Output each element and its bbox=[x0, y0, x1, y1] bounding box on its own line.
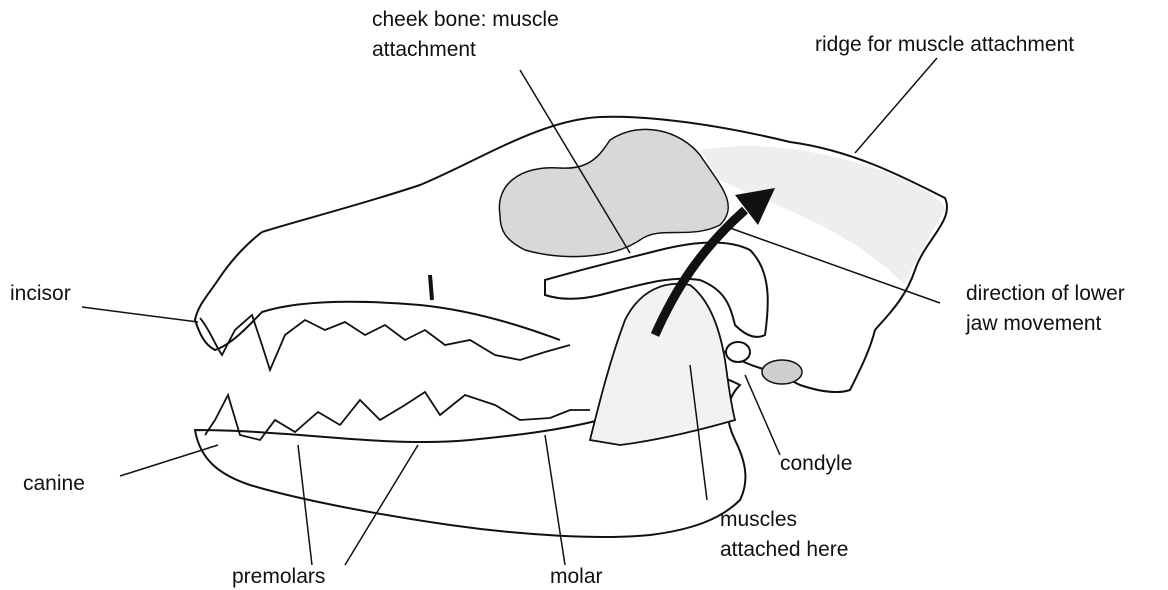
label-muscles: muscles bbox=[720, 508, 797, 532]
label-cheek-bone: cheek bone: muscle bbox=[372, 8, 559, 32]
leader-canine bbox=[120, 445, 218, 476]
ear-bulla bbox=[762, 360, 802, 384]
orbit-shading bbox=[499, 129, 728, 256]
label-incisor: incisor bbox=[10, 282, 71, 306]
leader-incisor bbox=[82, 307, 198, 322]
label-canine: canine bbox=[23, 472, 85, 496]
label-muscles-2: attached here bbox=[720, 538, 848, 562]
condyle bbox=[726, 342, 750, 362]
label-direction: direction of lower bbox=[966, 282, 1125, 306]
label-direction-2: jaw movement bbox=[966, 312, 1101, 336]
nasal-mark bbox=[430, 275, 432, 300]
label-molar: molar bbox=[550, 565, 603, 589]
mandible-ramus bbox=[590, 284, 735, 445]
snout-outline bbox=[195, 232, 560, 350]
label-cheek-bone-2: attachment bbox=[372, 38, 476, 62]
leader-condyle bbox=[745, 375, 780, 455]
label-condyle: condyle bbox=[780, 452, 852, 476]
leader-ridge bbox=[855, 58, 937, 153]
label-ridge: ridge for muscle attachment bbox=[815, 33, 1074, 57]
label-premolars: premolars bbox=[232, 565, 325, 589]
upper-teeth bbox=[200, 315, 570, 370]
